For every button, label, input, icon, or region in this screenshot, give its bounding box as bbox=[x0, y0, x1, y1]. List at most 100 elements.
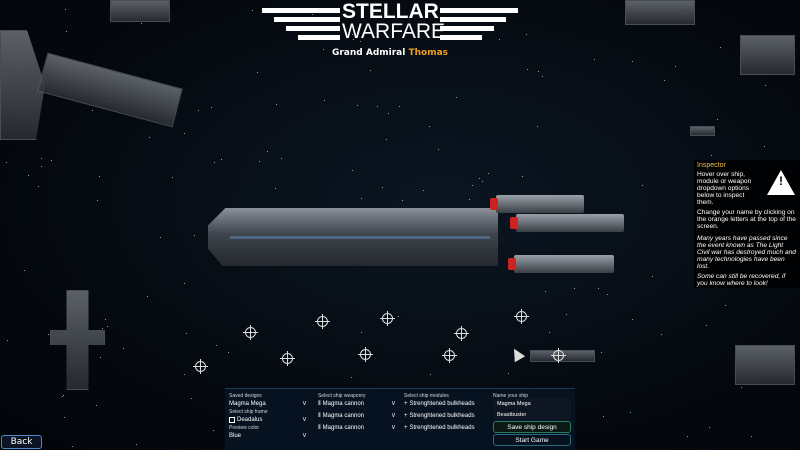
module-dropdown[interactable]: +Strenghtened bulkheads bbox=[404, 399, 490, 409]
engine-pod[interactable] bbox=[510, 214, 624, 232]
star bbox=[632, 61, 634, 63]
cannon-icon: ⦀ bbox=[318, 425, 321, 431]
star bbox=[482, 180, 484, 182]
weapon-slot-reticle[interactable] bbox=[280, 351, 295, 366]
star bbox=[642, 185, 644, 187]
ship-detail bbox=[230, 236, 490, 239]
star bbox=[276, 104, 277, 106]
frame-icon bbox=[229, 417, 235, 423]
weapon-slot-reticle[interactable] bbox=[243, 325, 258, 340]
star bbox=[603, 416, 605, 418]
star bbox=[422, 189, 424, 191]
weapon-slot-reticle[interactable] bbox=[193, 359, 208, 374]
star bbox=[251, 9, 253, 11]
star bbox=[96, 404, 98, 406]
star bbox=[725, 305, 727, 307]
star bbox=[105, 319, 107, 321]
weapon-slot-reticle[interactable] bbox=[380, 311, 395, 326]
weapon-slot-reticle[interactable] bbox=[442, 348, 457, 363]
ship-design-panel: Saved designs Magma Mega∨ Select ship fr… bbox=[225, 388, 575, 450]
dropdown-value: Strenghtened bulkheads bbox=[409, 425, 475, 431]
engine-pod[interactable] bbox=[508, 255, 614, 273]
star bbox=[6, 340, 8, 342]
start-game-button[interactable]: Start Game bbox=[493, 434, 571, 446]
star bbox=[100, 356, 102, 358]
weaponry-label: Select ship weaponry bbox=[318, 393, 366, 399]
player-name[interactable]: Thomas bbox=[408, 48, 449, 58]
star bbox=[398, 316, 400, 318]
weapon-slot-reticle[interactable] bbox=[551, 348, 566, 363]
module-dropdown[interactable]: +Strenghtened bulkheads bbox=[404, 423, 490, 433]
dropdown-value: Strenghtened bulkheads bbox=[409, 401, 475, 407]
star bbox=[65, 9, 67, 11]
weapon-slot-reticle[interactable] bbox=[514, 309, 529, 324]
star bbox=[401, 199, 403, 201]
star bbox=[573, 287, 575, 289]
star bbox=[395, 23, 397, 25]
weapon-slot-reticle[interactable] bbox=[315, 314, 330, 329]
star bbox=[258, 160, 260, 162]
star bbox=[213, 430, 215, 432]
star bbox=[194, 234, 196, 236]
save-ship-design-button[interactable]: Save ship design bbox=[493, 421, 571, 433]
star bbox=[183, 373, 185, 375]
star bbox=[256, 71, 258, 73]
star bbox=[508, 373, 510, 375]
star bbox=[479, 177, 481, 179]
star bbox=[63, 416, 65, 418]
star bbox=[48, 333, 50, 335]
star bbox=[376, 106, 378, 108]
star bbox=[597, 288, 599, 290]
star bbox=[720, 47, 722, 49]
module-dropdown[interactable]: +Strenghtened bulkheads bbox=[404, 411, 490, 421]
weapon-dropdown[interactable]: ⦀Magma cannon∨ bbox=[318, 399, 396, 409]
ship-frame-dropdown[interactable]: Deadalus∨ bbox=[229, 415, 307, 425]
star bbox=[227, 351, 229, 353]
star bbox=[160, 237, 162, 239]
ship-class-input[interactable]: Beastbuster bbox=[493, 410, 571, 420]
star bbox=[61, 396, 63, 398]
saved-designs-dropdown[interactable]: Magma Mega∨ bbox=[229, 399, 307, 409]
weapon-slot-reticle[interactable] bbox=[358, 347, 373, 362]
star bbox=[351, 377, 353, 379]
star bbox=[594, 59, 596, 61]
space-station bbox=[735, 345, 795, 385]
inspector-panel: Inspector ! Hover over ship, module or w… bbox=[694, 160, 800, 288]
star bbox=[51, 160, 53, 162]
modules-label: Select ship modules bbox=[404, 393, 449, 399]
star bbox=[23, 270, 25, 272]
cannon-icon: ⦀ bbox=[318, 401, 321, 407]
star bbox=[41, 166, 43, 168]
star bbox=[541, 75, 543, 77]
star bbox=[429, 125, 431, 127]
chevron-down-icon: ∨ bbox=[301, 416, 307, 423]
star bbox=[709, 426, 711, 428]
star bbox=[468, 198, 470, 200]
ship-name-input[interactable]: Magma Mega bbox=[493, 399, 571, 409]
dropdown-value: Magma cannon bbox=[322, 413, 364, 419]
star bbox=[281, 157, 283, 159]
star bbox=[184, 133, 186, 135]
space-station bbox=[625, 0, 695, 25]
weapon-dropdown[interactable]: ⦀Magma cannon∨ bbox=[318, 423, 396, 433]
star bbox=[28, 175, 30, 177]
star bbox=[214, 161, 216, 163]
star bbox=[764, 146, 766, 148]
star bbox=[183, 282, 185, 284]
star bbox=[674, 65, 676, 67]
star bbox=[548, 331, 550, 333]
star bbox=[216, 344, 218, 346]
star bbox=[211, 106, 213, 108]
weapon-dropdown[interactable]: ⦀Magma cannon∨ bbox=[318, 411, 396, 421]
star bbox=[664, 80, 666, 82]
star bbox=[382, 186, 384, 188]
engine-pod[interactable] bbox=[490, 195, 584, 213]
star bbox=[632, 318, 634, 320]
back-button[interactable]: Back bbox=[1, 435, 42, 449]
space-station bbox=[110, 0, 170, 22]
weapon-slot-reticle[interactable] bbox=[454, 326, 469, 341]
preview-color-dropdown[interactable]: Blue∨ bbox=[229, 431, 307, 441]
star bbox=[521, 176, 523, 178]
star bbox=[96, 199, 98, 201]
